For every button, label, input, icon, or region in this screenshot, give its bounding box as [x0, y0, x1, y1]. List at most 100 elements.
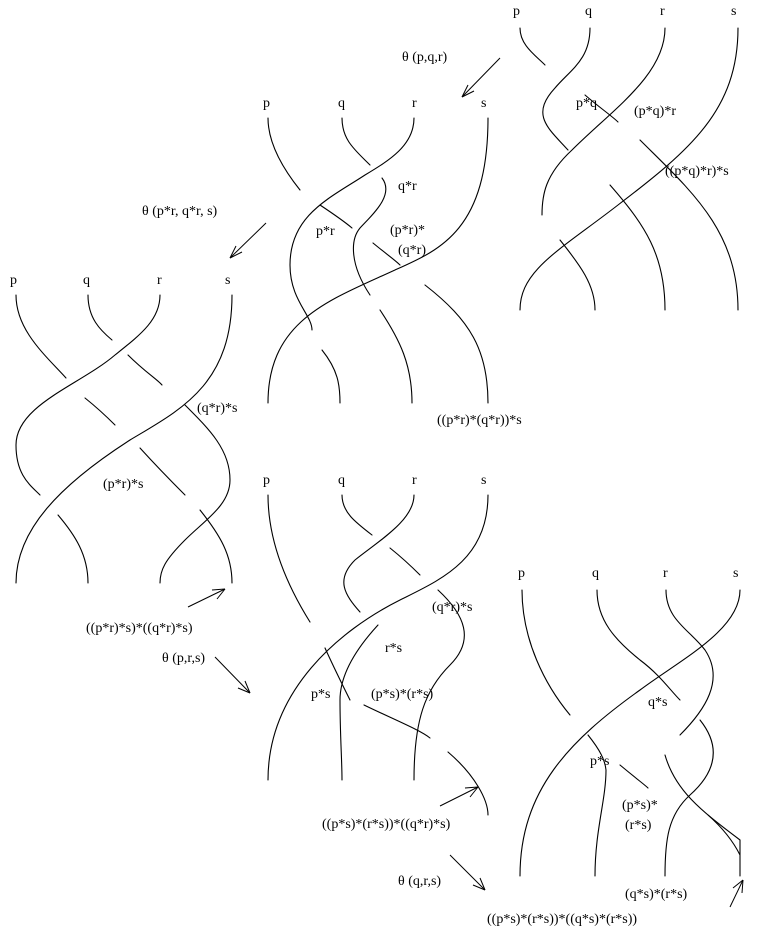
- d3-label-r: r: [157, 273, 162, 288]
- d3-strand-s: [15, 294, 233, 584]
- d1-strand-r-bottom: [559, 239, 596, 311]
- d2-strand-p-2: [319, 204, 353, 229]
- d3-crossing-3: ((p*r)*s)*((q*r)*s): [86, 621, 193, 636]
- d1-crossing-3: ((p*q)*r)*s: [665, 164, 729, 179]
- d5-label-p: p: [518, 566, 525, 581]
- arrow-3-result: [187, 588, 226, 608]
- d4-strand-r-mid: [339, 624, 379, 781]
- d2-crossing-3: (p*r)*: [390, 223, 425, 238]
- d4-label-s: s: [481, 473, 486, 488]
- d1-strand-p-3: [639, 139, 739, 311]
- d4-crossing-2: r*s: [385, 641, 402, 656]
- d5-crossing-2: p*s: [590, 754, 609, 769]
- d2-label-r: r: [412, 96, 417, 111]
- d5-crossing-3: (p*s)*: [622, 798, 658, 813]
- d4-crossing-4: (p*s)*(r*s): [371, 687, 434, 702]
- d1-label-r: r: [660, 4, 665, 19]
- d3-crossing-1: (q*r)*s: [197, 401, 237, 416]
- d5-crossing-5: (q*s)*(r*s): [625, 887, 688, 902]
- d1-crossing-2: (p*q)*r: [634, 104, 676, 119]
- d4-strand-r: [343, 494, 415, 613]
- d1-strand-p-2: [584, 94, 619, 123]
- arrow-4: θ (q,r,s): [398, 854, 486, 891]
- d1-strand-q-top: [542, 27, 591, 151]
- d3-label-s: s: [225, 273, 230, 288]
- diagram-3: p q r s (q*r)*s (p*r)*s ((p*r)*s)*((q*r)…: [10, 273, 237, 636]
- arrow-5-result: [729, 879, 744, 908]
- d2-crossing-5: ((p*r)*(q*r))*s: [437, 413, 522, 428]
- d3-strand-r-bottom: [57, 514, 89, 584]
- d2-crossing-1: q*r: [398, 179, 417, 194]
- d1-crossing-1: p*q: [576, 96, 597, 111]
- arrow-3-label: θ (p,r,s): [162, 651, 205, 666]
- diagram-2: p q r s q*r p*r (p*r)* (q*r) ((p*r)*(q*r…: [263, 96, 522, 428]
- d5-strand-q-mid: [664, 719, 714, 877]
- d4-strand-p-1: [267, 494, 311, 623]
- d1-strand-r-top: [541, 27, 666, 216]
- d4-strand-q-mid: [389, 547, 421, 576]
- d1-label-s: s: [731, 4, 736, 19]
- d2-strand-q-bottom: [379, 309, 413, 404]
- d3-strand-p-1: [15, 294, 67, 379]
- d4-crossing-5: ((p*s)*(r*s))*((q*r)*s): [322, 817, 451, 832]
- d4-strand-p-2: [324, 647, 351, 701]
- d3-label-q: q: [83, 273, 90, 288]
- d5-strand-r-bottom: [664, 754, 741, 877]
- d5-crossing-1: q*s: [648, 695, 667, 710]
- arrow-4-result: [439, 786, 479, 807]
- d3-strand-q-mid: [127, 354, 163, 386]
- d5-strand-p-4: [707, 814, 741, 856]
- d4-label-q: q: [338, 473, 345, 488]
- d4-strand-p-3: [363, 704, 431, 739]
- d4-crossing-3: p*s: [311, 687, 330, 702]
- d3-label-p: p: [10, 273, 17, 288]
- d1-label-q: q: [585, 4, 592, 19]
- d2-strand-p-3: [372, 242, 401, 266]
- diagram-4: p q r s (q*r)*s r*s p*s (p*s)*(r*s) ((p*…: [263, 473, 489, 832]
- d5-strand-s: [519, 589, 741, 877]
- d4-strand-s: [267, 494, 489, 781]
- d5-strand-p-2: [587, 734, 607, 877]
- arrow-2: θ (p*r, q*r, s): [142, 204, 267, 259]
- d2-strand-p-1: [267, 117, 301, 191]
- d3-crossing-2: (p*r)*s: [103, 477, 143, 492]
- d2-strand-r-bottom: [321, 349, 341, 404]
- diagram-1: p q r s p*q (p*q)*r ((p*q)*r)*s: [513, 4, 739, 311]
- d2-strand-r: [289, 117, 415, 331]
- d2-strand-q-top: [341, 117, 371, 166]
- d5-label-s: s: [733, 566, 738, 581]
- d4-strand-q-top: [341, 494, 373, 536]
- d2-strand-p-4: [424, 284, 489, 404]
- d5-strand-q-top: [596, 589, 681, 701]
- d2-label-p: p: [263, 96, 270, 111]
- d5-crossing-4: (r*s): [625, 818, 652, 833]
- d2-strand-q-mid: [352, 177, 387, 296]
- d5-strand-r: [665, 589, 714, 736]
- d3-strand-r: [15, 294, 161, 496]
- d5-strand-p-1: [521, 589, 571, 716]
- d5-label-r: r: [663, 566, 668, 581]
- d2-crossing-2: p*r: [316, 224, 335, 239]
- d1-label-p: p: [513, 4, 520, 19]
- d4-strand-q-bottom: [413, 589, 465, 781]
- d3-strand-q-top: [87, 294, 113, 341]
- arrow-4-label: θ (q,r,s): [398, 874, 441, 889]
- d2-crossing-4: (q*r): [398, 243, 426, 258]
- d3-strand-p-4: [199, 509, 233, 584]
- arrow-3: θ (p,r,s): [162, 651, 251, 694]
- d1-strand-p-1: [519, 27, 546, 66]
- d4-crossing-1: (q*r)*s: [432, 600, 472, 615]
- arrow-2-label: θ (p*r, q*r, s): [142, 204, 218, 219]
- d1-strand-q-bottom: [609, 184, 666, 311]
- d2-strand-s: [267, 117, 489, 404]
- d1-strand-s: [519, 27, 739, 311]
- arrow-1-label: θ (p,q,r): [402, 50, 448, 65]
- d5-crossing-6: ((p*s)*(r*s))*((q*s)*(r*s)): [487, 912, 637, 927]
- d3-strand-q-bottom: [159, 404, 231, 584]
- d3-strand-p-3: [139, 447, 186, 496]
- d4-label-r: r: [412, 473, 417, 488]
- d4-label-p: p: [263, 473, 270, 488]
- diagram-5: p q r s q*s p*s (p*s)* (r*s) (q*s)*(r*s)…: [487, 566, 741, 927]
- arrow-1: θ (p,q,r): [402, 50, 501, 98]
